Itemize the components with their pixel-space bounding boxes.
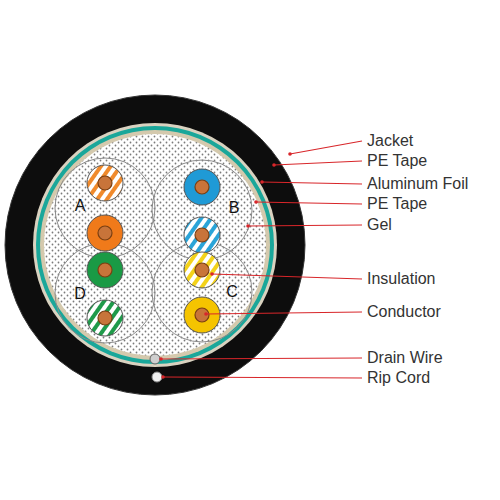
callout-label: Conductor [367,303,441,321]
callout-label: Drain Wire [367,349,443,367]
aluminum-foil [36,126,274,364]
leader-dots [159,152,292,379]
callout-label: PE Tape [367,195,427,213]
callout-label: PE Tape [367,152,427,170]
pe-tape-inner [40,130,270,360]
callout-label: Aluminum Foil [367,175,468,193]
pe-tape-outer [33,123,277,367]
callout-label: Insulation [367,270,436,288]
pair-letter: C [226,283,238,301]
gel [44,134,266,356]
leader-lines [161,141,362,378]
conductors [98,176,209,325]
drain-wire [150,354,160,364]
rip-cord [152,372,162,382]
callout-label: Gel [367,216,392,234]
callout-label: Rip Cord [367,369,430,387]
pair-outlines [55,158,252,343]
jacket [5,95,305,395]
pair-letter: D [74,285,86,303]
pair-letter: A [75,197,86,215]
callout-label: Jacket [367,132,413,150]
pair-letter: B [229,199,240,217]
wires [87,165,220,336]
